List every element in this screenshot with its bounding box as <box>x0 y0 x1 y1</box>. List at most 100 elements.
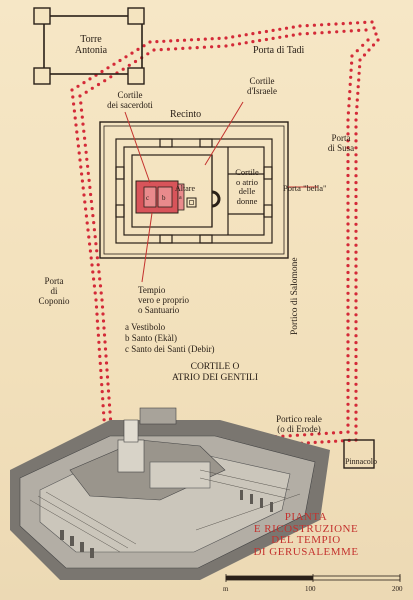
enclosure-dot <box>298 32 302 36</box>
enclosure-dot <box>79 165 83 169</box>
label-cortile-gentili: CORTILE O ATRIO DEI GENTILI <box>171 362 258 383</box>
enclosure-dot <box>346 270 350 275</box>
enclosure-dot <box>258 30 262 35</box>
enclosure-dot <box>354 118 358 122</box>
enclosure-dot <box>79 101 83 105</box>
enclosure-dot <box>354 243 358 247</box>
enclosure-dot <box>103 340 107 344</box>
enclosure-dot <box>355 98 359 102</box>
enclosure-dot <box>376 38 380 42</box>
enclosure-dot <box>155 40 159 44</box>
enclosure-dot <box>346 333 350 337</box>
enclosure-dot <box>312 23 316 27</box>
enclosure-dot <box>298 24 302 28</box>
enclosure-dot <box>354 146 358 150</box>
scale-tick-100: 100 <box>305 585 316 593</box>
enclosure-dot <box>291 25 295 29</box>
enclosure-dot <box>354 132 358 136</box>
enclosure-dot <box>346 201 350 205</box>
enclosure-dot <box>354 389 358 393</box>
enclosure-dot <box>354 292 358 296</box>
enclosure-dot <box>88 77 92 81</box>
enclosure-dot <box>324 431 328 435</box>
enclosure-dot <box>346 340 350 344</box>
enclosure-dot <box>354 354 358 359</box>
enclosure-dot <box>89 256 93 260</box>
enclosure-dot <box>356 21 360 25</box>
enclosure-dot <box>346 374 350 379</box>
enclosure-dot <box>92 284 96 288</box>
enclosure-dot <box>107 403 112 407</box>
enclosure-dot <box>354 361 358 366</box>
enclosure-dot <box>346 277 350 282</box>
enclosure-dot <box>346 430 350 434</box>
enclosure-dot <box>71 95 75 99</box>
enclosure-dot <box>84 207 88 211</box>
scale-tick-m: m <box>223 585 229 593</box>
enclosure-dot <box>305 31 309 36</box>
enclosure-dot <box>237 34 242 38</box>
enclosure-dot <box>291 33 295 37</box>
enclosure-dot <box>354 264 358 268</box>
enclosure-dot <box>217 44 221 49</box>
enclosure-dot <box>73 116 77 120</box>
recinto-wall <box>99 121 289 259</box>
enclosure-dot <box>94 242 98 246</box>
enclosure-dot <box>271 36 275 41</box>
enclosure-dot <box>295 433 299 437</box>
enclosure-dot <box>75 130 79 134</box>
enclosure-dot <box>346 125 350 129</box>
enclosure-dot <box>91 270 95 274</box>
enclosure-dot <box>346 298 350 302</box>
enclosure-dot <box>102 333 107 337</box>
enclosure-dot <box>355 105 359 109</box>
enclosure-dot <box>189 38 194 42</box>
enclosure-dot <box>354 410 358 414</box>
enclosure-dot <box>317 432 321 436</box>
enclosure-dot <box>354 153 358 157</box>
enclosure-dot <box>89 199 93 204</box>
enclosure-dot <box>95 312 99 316</box>
enclosure-dot <box>278 27 282 31</box>
enclosure-dot <box>104 354 108 358</box>
enclosure-dot <box>354 327 358 331</box>
enclosure-dot <box>348 82 352 86</box>
sanctuary-building <box>135 180 221 214</box>
enclosure-dot <box>346 132 350 136</box>
enclosure-dot <box>100 390 104 394</box>
enclosure-dot <box>346 416 350 420</box>
enclosure-dot <box>354 334 358 338</box>
enclosure-dot <box>346 354 350 358</box>
enclosure-dot <box>346 402 350 406</box>
enclosure-dot <box>354 181 358 185</box>
enclosure-dot <box>346 361 350 365</box>
label-portico-reale: Portico reale (o di Erode) <box>276 414 322 434</box>
enclosure-dot <box>346 250 350 254</box>
enclosure-dot <box>97 347 101 351</box>
enclosure-dot <box>100 305 105 309</box>
enclosure-dot <box>86 171 90 175</box>
enclosure-dot <box>355 49 359 53</box>
enclosure-dot <box>354 278 358 282</box>
enclosure-dot <box>284 26 289 30</box>
enclosure-dot <box>363 20 367 24</box>
enclosure-dot <box>346 187 350 191</box>
enclosure-dot <box>320 31 324 35</box>
enclosure-dot <box>346 118 350 122</box>
enclosure-dot <box>371 43 376 47</box>
enclosure-dot <box>346 388 350 392</box>
enclosure-dot <box>357 78 361 82</box>
enclosure-dot <box>94 305 99 309</box>
enclosure-dot <box>166 47 170 51</box>
enclosure-dot <box>102 411 106 415</box>
enclosure-dot <box>93 235 97 239</box>
enclosure-dot <box>358 65 362 69</box>
enclosure-dot <box>124 55 128 59</box>
enclosure-dot <box>313 440 317 444</box>
scale-tick-200: 200 <box>392 585 403 593</box>
enclosure-dot <box>90 207 94 211</box>
enclosure-dot <box>92 221 96 225</box>
torre-antonia-tower <box>33 7 145 85</box>
page-title: PIANTA E RICOSTRUZIONE DEL TEMPIO DI GER… <box>253 511 359 558</box>
